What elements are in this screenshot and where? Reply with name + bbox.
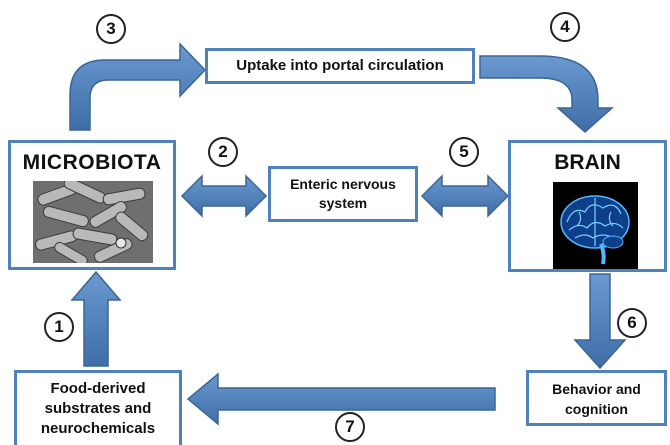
- food-label-line3: neurochemicals: [40, 420, 156, 437]
- step-7-badge: 7: [335, 412, 365, 442]
- portal-circulation-label: Uptake into portal circulation: [236, 57, 444, 74]
- enteric-label-line1: Enteric nervous: [290, 176, 396, 192]
- arrow-enteric-brain: [420, 174, 510, 218]
- step-1-badge: 1: [44, 312, 74, 342]
- microbiota-box: MICROBIOTA: [8, 140, 176, 270]
- step-3-badge: 3: [96, 14, 126, 44]
- microbiota-title: MICROBIOTA: [22, 151, 162, 174]
- brain-title: BRAIN: [554, 151, 621, 174]
- food-label-line1: Food-derived: [50, 380, 146, 397]
- behavior-label-line1: Behavior and: [552, 381, 641, 397]
- food-label-line2: substrates and: [44, 400, 152, 417]
- step-2-badge: 2: [208, 137, 238, 167]
- behavior-cognition-box: Behavior and cognition: [526, 370, 667, 426]
- portal-circulation-box: Uptake into portal circulation: [205, 48, 475, 84]
- arrow-portal-to-brain: [479, 55, 614, 134]
- behavior-label-line2: cognition: [565, 401, 628, 417]
- food-derived-box: Food-derived substrates and neurochemica…: [14, 370, 182, 445]
- step-4-badge: 4: [550, 12, 580, 42]
- arrow-food-to-microbiota: [70, 270, 122, 367]
- arrow-behavior-to-food: [186, 372, 496, 426]
- brain-box: BRAIN: [508, 140, 667, 272]
- arrow-microbiota-enteric: [180, 174, 268, 218]
- step-5-badge: 5: [449, 137, 479, 167]
- bacteria-micrograph-image: [33, 181, 153, 263]
- step-6-badge: 6: [617, 308, 647, 338]
- enteric-label-line2: system: [318, 195, 368, 211]
- brain-image: [553, 182, 638, 269]
- arrow-microbiota-to-portal: [69, 42, 207, 131]
- enteric-nervous-system-box: Enteric nervous system: [268, 166, 418, 222]
- arrow-brain-to-behavior: [573, 273, 627, 370]
